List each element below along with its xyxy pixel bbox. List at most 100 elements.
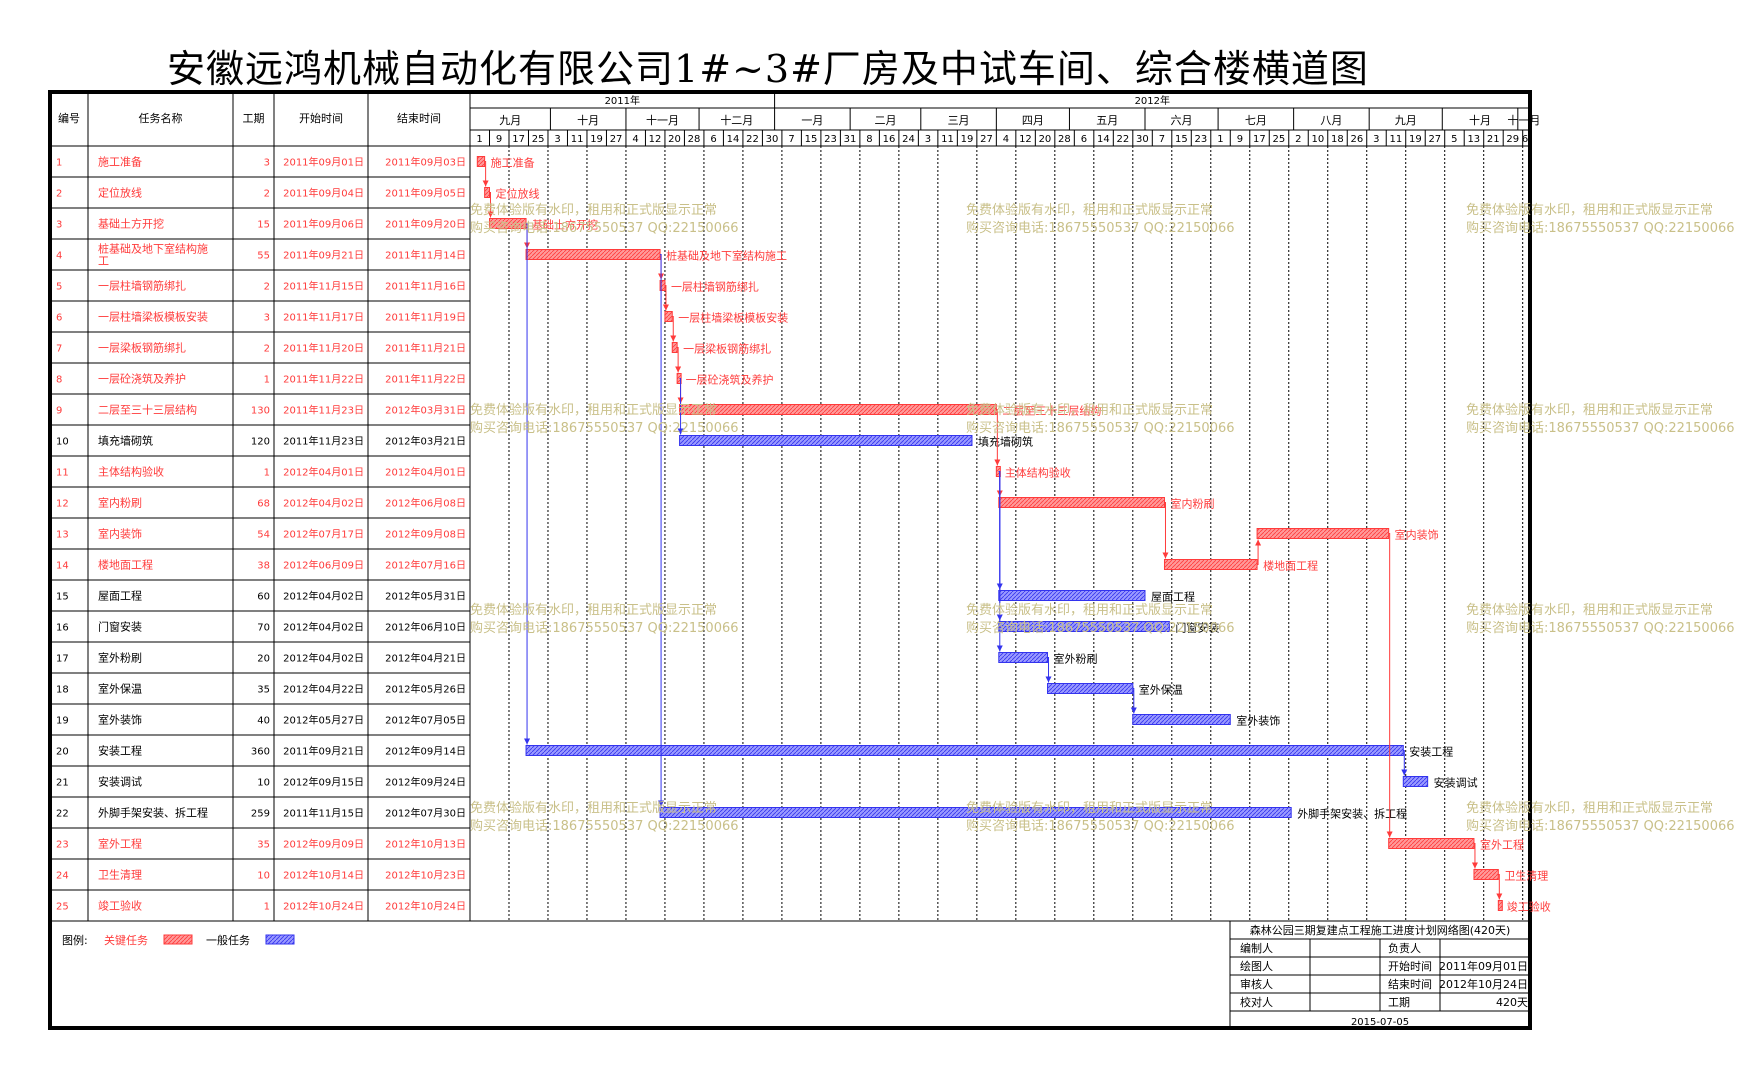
dependency-arrow [487, 192, 494, 218]
task-name: 二层至三十三层结构 [98, 403, 197, 417]
task-name-line: 桩基础及地下室结构施 [98, 242, 208, 256]
watermark-text: 免费体验版有水印，租用和正式版显示正常 [1466, 800, 1713, 816]
task-start: 2012年05月27日 [283, 714, 364, 727]
dependency-arrow [996, 471, 1003, 652]
info-key: 工期 [1388, 996, 1410, 1009]
week-tick-label: 3 [1373, 134, 1379, 145]
week-tick-label: 4 [632, 134, 638, 145]
task-id: 2 [56, 189, 62, 200]
task-end: 2011年09月03日 [385, 156, 466, 169]
task-id: 22 [56, 809, 69, 820]
task-start: 2011年11月20日 [283, 342, 364, 355]
week-tick-label: 30 [1136, 134, 1149, 145]
watermark-text: 购买咨询电话:18675550537 QQ:22150066 [470, 220, 739, 236]
dependency-arrow [662, 285, 669, 311]
bar-label: 外脚手架安装、拆工程 [1297, 807, 1407, 821]
task-id: 14 [56, 561, 69, 572]
task-duration: 130 [251, 406, 270, 417]
week-tick-label: 1 [1217, 134, 1223, 145]
task-duration: 68 [257, 499, 270, 510]
watermark-text: 免费体验版有水印，租用和正式版显示正常 [470, 402, 717, 418]
week-tick-label: 11 [571, 134, 584, 145]
bar-label: 室内装饰 [1395, 528, 1439, 542]
info-key: 结束时间 [1388, 978, 1432, 991]
task-bar [671, 342, 678, 353]
info-value: 2012年10月24日 [1439, 977, 1528, 991]
bar-label: 基础土方开挖 [532, 218, 598, 232]
dependency-arrow [1386, 533, 1393, 838]
task-id: 21 [56, 778, 69, 789]
task-start: 2012年04月02日 [283, 621, 364, 634]
week-tick-label: 6 [710, 134, 716, 145]
dependency-arrow [994, 409, 1001, 466]
info-value: 2011年09月01日 [1439, 959, 1528, 973]
week-tick-label: 28 [688, 134, 701, 145]
bar-label: 安装工程 [1409, 745, 1453, 759]
task-duration: 10 [257, 871, 270, 882]
task-end: 2011年09月20日 [385, 218, 466, 231]
bar-label: 室外工程 [1480, 838, 1524, 852]
info-key: 审核人 [1240, 977, 1273, 991]
bar-label: 室内粉刷 [1170, 497, 1214, 511]
task-bar [659, 807, 1292, 818]
watermark-text: 购买咨询电话:18675550537 QQ:22150066 [966, 620, 1235, 636]
task-name: 室外保温 [98, 682, 142, 696]
task-id: 24 [56, 871, 69, 882]
legend-normal-label: 一般任务 [206, 934, 250, 947]
dependency-arrow [670, 316, 677, 342]
task-end: 2012年05月31日 [385, 590, 466, 603]
week-tick-label: 11 [1389, 134, 1402, 145]
dependency-arrow [1496, 874, 1503, 900]
week-tick-label: 8 [866, 134, 872, 145]
task-duration: 60 [257, 592, 270, 603]
task-start: 2011年11月23日 [283, 435, 364, 448]
task-name: 填充墙砌筑 [98, 434, 153, 448]
watermark-text: 购买咨询电话:18675550537 QQ:22150066 [966, 420, 1235, 436]
legend-critical-label: 关键任务 [104, 933, 148, 947]
task-bar [1473, 869, 1499, 880]
dependency-arrow [1130, 688, 1137, 714]
bar-label: 室外装饰 [1236, 714, 1280, 728]
month-label: 十一月 [646, 113, 679, 127]
task-bar [998, 497, 1165, 508]
legend-label: 图例: [62, 933, 88, 947]
week-tick-label: 15 [1175, 134, 1188, 145]
watermark-text: 购买咨询电话:18675550537 QQ:22150066 [1466, 620, 1735, 636]
watermark-text: 购买咨询电话:18675550537 QQ:22150066 [966, 220, 1235, 236]
week-tick-label: 27 [610, 134, 623, 145]
year-label: 2012年 [1135, 94, 1170, 107]
task-name: 安装工程 [98, 744, 142, 758]
info-key: 开始时间 [1388, 959, 1432, 973]
task-start: 2012年09月15日 [283, 776, 364, 789]
week-tick-label: 25 [1272, 134, 1285, 145]
week-tick-label: 14 [1097, 134, 1110, 145]
week-tick-label: 4 [1003, 134, 1009, 145]
week-tick-label: 20 [668, 134, 681, 145]
week-tick-label: 20 [1039, 134, 1052, 145]
task-duration: 1 [264, 375, 270, 386]
watermark-text: 购买咨询电话:18675550537 QQ:22150066 [1466, 420, 1735, 436]
info-key: 校对人 [1240, 995, 1273, 1009]
task-name: 主体结构验收 [98, 465, 164, 479]
col-header-end: 结束时间 [397, 112, 441, 125]
month-label: 四月 [1022, 114, 1044, 127]
week-tick-label: 27 [1428, 134, 1441, 145]
watermark-text: 免费体验版有水印，租用和正式版显示正常 [966, 202, 1213, 218]
watermark-text: 免费体验版有水印，租用和正式版显示正常 [1466, 202, 1713, 218]
task-end: 2012年09月08日 [385, 528, 466, 541]
bar-label: 二层至三十三层结构 [1002, 404, 1101, 418]
task-duration: 20 [257, 654, 270, 665]
week-tick-label: 28 [1058, 134, 1071, 145]
task-name: 竣工验收 [98, 899, 142, 913]
task-start: 2011年09月06日 [283, 218, 364, 231]
week-tick-label: 14 [727, 134, 740, 145]
bar-label: 安装调试 [1434, 776, 1478, 790]
task-bar [1047, 683, 1134, 694]
week-tick-label: 13 [1467, 134, 1480, 145]
task-name: 室内装饰 [98, 527, 142, 541]
legend-critical-swatch [163, 934, 193, 945]
task-bar [998, 652, 1049, 663]
task-name: 安装调试 [98, 775, 142, 789]
task-duration: 259 [251, 809, 270, 820]
